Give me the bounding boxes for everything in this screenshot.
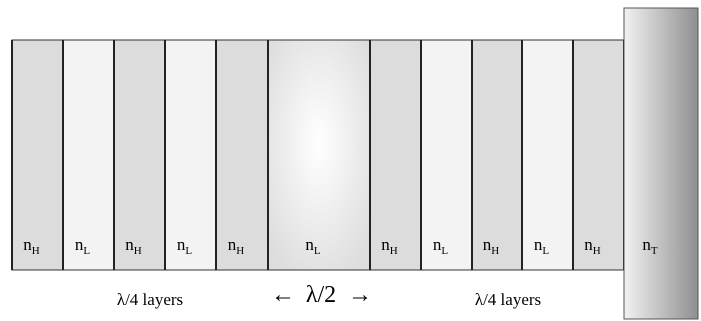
- layers-group: nH nL nH nL nH nL nH nL nH nL nH: [11, 39, 625, 271]
- left-caption: λ/4 layers: [117, 290, 183, 309]
- layer-7-index-label: nH: [381, 235, 398, 257]
- right-caption: λ/4 layers: [475, 290, 541, 309]
- layer-10-index-label: nL: [534, 235, 550, 257]
- layer-2-index-label: nL: [75, 235, 91, 257]
- layer-6-spacer: [267, 39, 371, 271]
- layer-5-high: [215, 39, 269, 271]
- half-wave-label: λ/2: [306, 282, 336, 308]
- layer-3-high: [113, 39, 166, 271]
- layer-9-index-label: nH: [483, 235, 500, 257]
- layer-10-low: [521, 39, 574, 271]
- layer-8-low: [420, 39, 473, 271]
- layer-1-index-label: nH: [23, 235, 40, 257]
- layer-4-index-label: nL: [177, 235, 193, 257]
- layer-11-high: [572, 39, 625, 271]
- layer-9-high: [471, 39, 523, 271]
- layer-6-index-label: nL: [305, 235, 321, 257]
- layer-3-index-label: nH: [125, 235, 142, 257]
- substrate: [623, 7, 699, 320]
- layer-8-index-label: nL: [433, 235, 449, 257]
- layer-11-index-label: nH: [584, 235, 601, 257]
- layer-2-low: [62, 39, 115, 271]
- substrate-group: nT: [623, 7, 699, 320]
- substrate-index-label: nT: [642, 235, 658, 257]
- layer-7-high: [369, 39, 422, 271]
- layer-4-low: [164, 39, 217, 271]
- left-arrow: ←: [271, 282, 295, 308]
- layer-1-high: [11, 39, 64, 271]
- right-arrow: →: [348, 282, 372, 308]
- layer-5-index-label: nH: [228, 235, 245, 257]
